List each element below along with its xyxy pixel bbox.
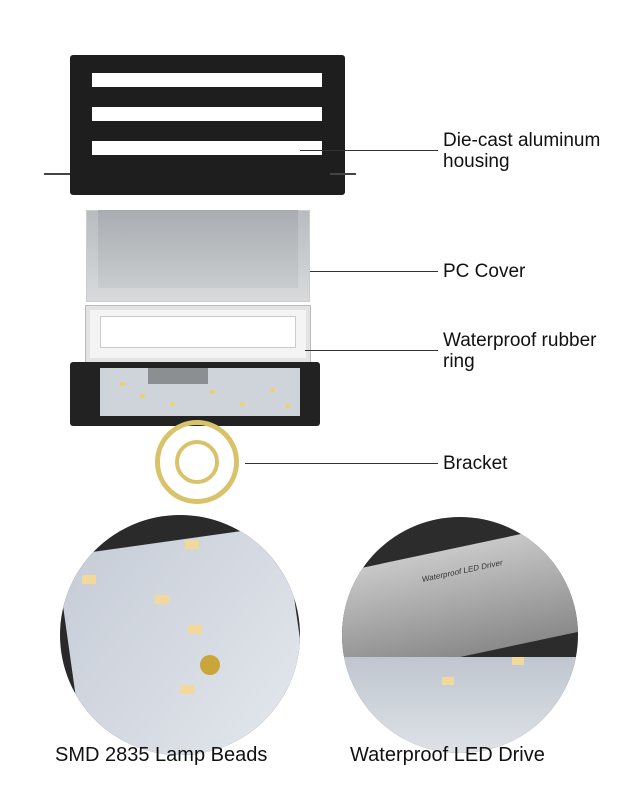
label-housing: Die-cast aluminum housing (443, 130, 601, 172)
screw-left (44, 173, 70, 175)
lamp-beads-closeup (60, 515, 300, 755)
pc-cover-face (98, 210, 298, 288)
rubber-ring-inner (100, 316, 296, 348)
label-ring: Waterproof rubber ring (443, 330, 597, 372)
closeup-plate (342, 657, 578, 753)
label-pc-cover: PC Cover (443, 261, 526, 282)
caption-led-drive: Waterproof LED Drive (350, 744, 545, 766)
leader-line-bracket (245, 463, 438, 464)
label-bracket: Bracket (443, 453, 508, 474)
closeup-plate (60, 525, 300, 755)
caption-lamp-beads: SMD 2835 Lamp Beads (55, 744, 268, 766)
housing-slot (92, 107, 322, 121)
bracket-illustration (155, 420, 239, 504)
led-driver-illustration (148, 368, 208, 384)
housing-slot (92, 141, 322, 155)
led-driver-closeup: Waterproof LED Driver (342, 517, 578, 753)
leader-line-pc-cover (310, 271, 438, 272)
screw-right (330, 173, 356, 175)
housing-illustration (70, 55, 345, 195)
leader-line-ring (305, 350, 438, 351)
housing-slot (92, 73, 322, 87)
bracket-inner-ring (175, 440, 219, 484)
leader-line-housing (300, 150, 438, 151)
